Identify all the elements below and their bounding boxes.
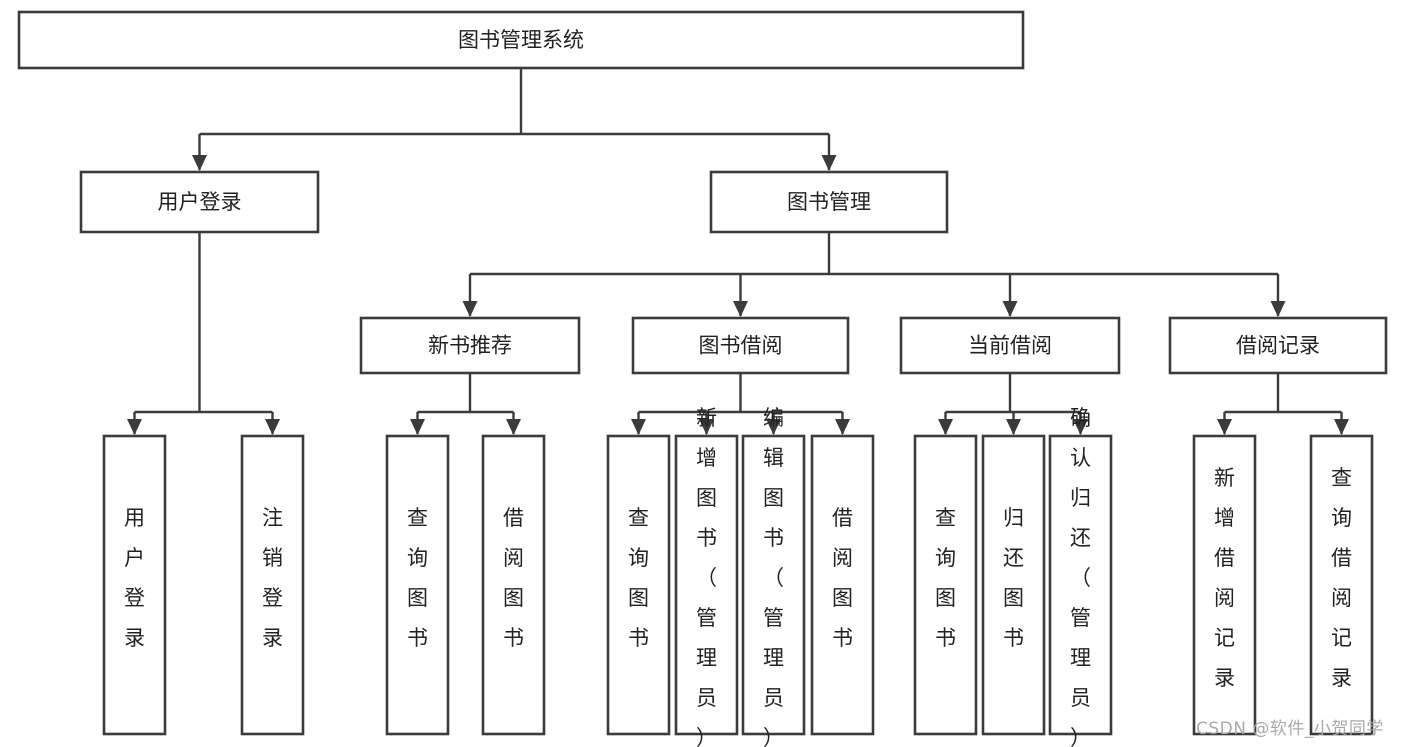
node-label: 图书管理系统 xyxy=(458,28,584,52)
node-leaf-query-record[interactable]: 查询借阅记录 xyxy=(1309,434,1374,736)
node-rect xyxy=(981,434,1046,736)
csdn-watermark: CSDN @软件_小贺同学 xyxy=(1196,719,1384,739)
node-leaf-logout[interactable]: 注销登录 xyxy=(240,434,305,736)
node-label: 确认归还（管理员） xyxy=(1070,406,1091,747)
node-leaf-query-book-3[interactable]: 查询图书 xyxy=(913,434,978,736)
arrow-head-icon xyxy=(1334,419,1349,435)
arrow-head-icon xyxy=(127,419,142,435)
arrow-head-icon xyxy=(821,155,837,171)
node-rect xyxy=(1192,434,1257,736)
node-new-book-rec[interactable]: 新书推荐 xyxy=(359,316,581,375)
node-rect xyxy=(899,316,1121,375)
arrow-head-icon xyxy=(835,419,850,435)
arrow-head-icon xyxy=(1270,301,1286,317)
node-leaf-query-book-1[interactable]: 查询图书 xyxy=(385,434,450,736)
node-rect xyxy=(359,316,581,375)
node-rect xyxy=(709,170,949,234)
node-rect xyxy=(240,434,305,736)
node-rect xyxy=(102,434,167,736)
node-label: 用户登录 xyxy=(158,190,242,214)
node-label: 编辑图书（管理员） xyxy=(763,406,784,747)
node-label: 图书借阅 xyxy=(699,334,783,358)
node-book-borrow[interactable]: 图书借阅 xyxy=(631,316,850,375)
node-leaf-return-book[interactable]: 归还图书 xyxy=(981,434,1046,736)
node-rect xyxy=(1309,434,1374,736)
connector-lines-group xyxy=(127,68,1349,435)
arrow-head-icon xyxy=(1006,419,1021,435)
node-label: 借阅图书 xyxy=(832,506,853,650)
arrow-head-icon xyxy=(1073,419,1088,435)
node-leaf-query-book-2[interactable]: 查询图书 xyxy=(606,434,671,736)
arrow-head-icon xyxy=(192,155,207,171)
node-leaf-edit-book[interactable]: 编辑图书（管理员） xyxy=(741,406,806,747)
node-book-manage[interactable]: 图书管理 xyxy=(709,170,949,234)
node-rect xyxy=(674,434,739,736)
node-label: 注销登录 xyxy=(262,506,283,650)
node-label: 查询图书 xyxy=(935,506,956,650)
node-boxes-group: 图书管理系统用户登录图书管理新书推荐图书借阅当前借阅借阅记录用户登录注销登录查询… xyxy=(17,10,1388,747)
node-rect xyxy=(79,170,320,234)
node-rect xyxy=(810,434,875,736)
arrow-head-icon xyxy=(1217,419,1232,435)
node-rect xyxy=(481,434,546,736)
node-label: 借阅记录 xyxy=(1236,334,1320,358)
node-rect xyxy=(17,10,1025,70)
node-leaf-borrow-book-2[interactable]: 借阅图书 xyxy=(810,434,875,736)
node-label: 用户登录 xyxy=(124,506,145,650)
node-borrow-record[interactable]: 借阅记录 xyxy=(1168,316,1388,375)
node-label: 借阅图书 xyxy=(503,506,524,650)
arrow-head-icon xyxy=(733,301,748,317)
arrow-head-icon xyxy=(506,419,521,435)
node-leaf-confirm-return[interactable]: 确认归还（管理员） xyxy=(1048,406,1113,747)
node-label: 新书推荐 xyxy=(428,334,512,358)
node-leaf-add-book[interactable]: 新增图书（管理员） xyxy=(674,406,739,747)
node-rect xyxy=(913,434,978,736)
node-leaf-add-record[interactable]: 新增借阅记录 xyxy=(1192,434,1257,736)
node-label: 查询图书 xyxy=(628,506,649,650)
node-system-title[interactable]: 图书管理系统 xyxy=(17,10,1025,70)
node-leaf-user-login[interactable]: 用户登录 xyxy=(102,434,167,736)
arrow-head-icon xyxy=(1002,301,1018,317)
arrow-head-icon xyxy=(699,419,714,435)
node-label: 新增借阅记录 xyxy=(1214,466,1235,690)
node-rect xyxy=(1048,434,1113,736)
node-label: 查询图书 xyxy=(407,506,428,650)
node-rect xyxy=(385,434,450,736)
node-label: 新增图书（管理员） xyxy=(696,406,717,747)
node-rect xyxy=(1168,316,1388,375)
node-user-login[interactable]: 用户登录 xyxy=(79,170,320,234)
arrow-head-icon xyxy=(938,419,953,435)
node-rect xyxy=(606,434,671,736)
node-label: 归还图书 xyxy=(1003,506,1024,650)
arrow-head-icon xyxy=(631,419,646,435)
node-leaf-borrow-book-1[interactable]: 借阅图书 xyxy=(481,434,546,736)
node-label: 图书管理 xyxy=(787,190,871,214)
arrow-head-icon xyxy=(410,419,425,435)
node-label: 当前借阅 xyxy=(968,334,1052,358)
node-current-borrow[interactable]: 当前借阅 xyxy=(899,316,1121,375)
arrow-head-icon xyxy=(462,301,478,317)
node-label: 查询借阅记录 xyxy=(1331,466,1352,690)
arrow-head-icon xyxy=(766,419,781,435)
node-rect xyxy=(741,434,806,736)
node-rect xyxy=(631,316,850,375)
arrow-head-icon xyxy=(265,419,280,435)
